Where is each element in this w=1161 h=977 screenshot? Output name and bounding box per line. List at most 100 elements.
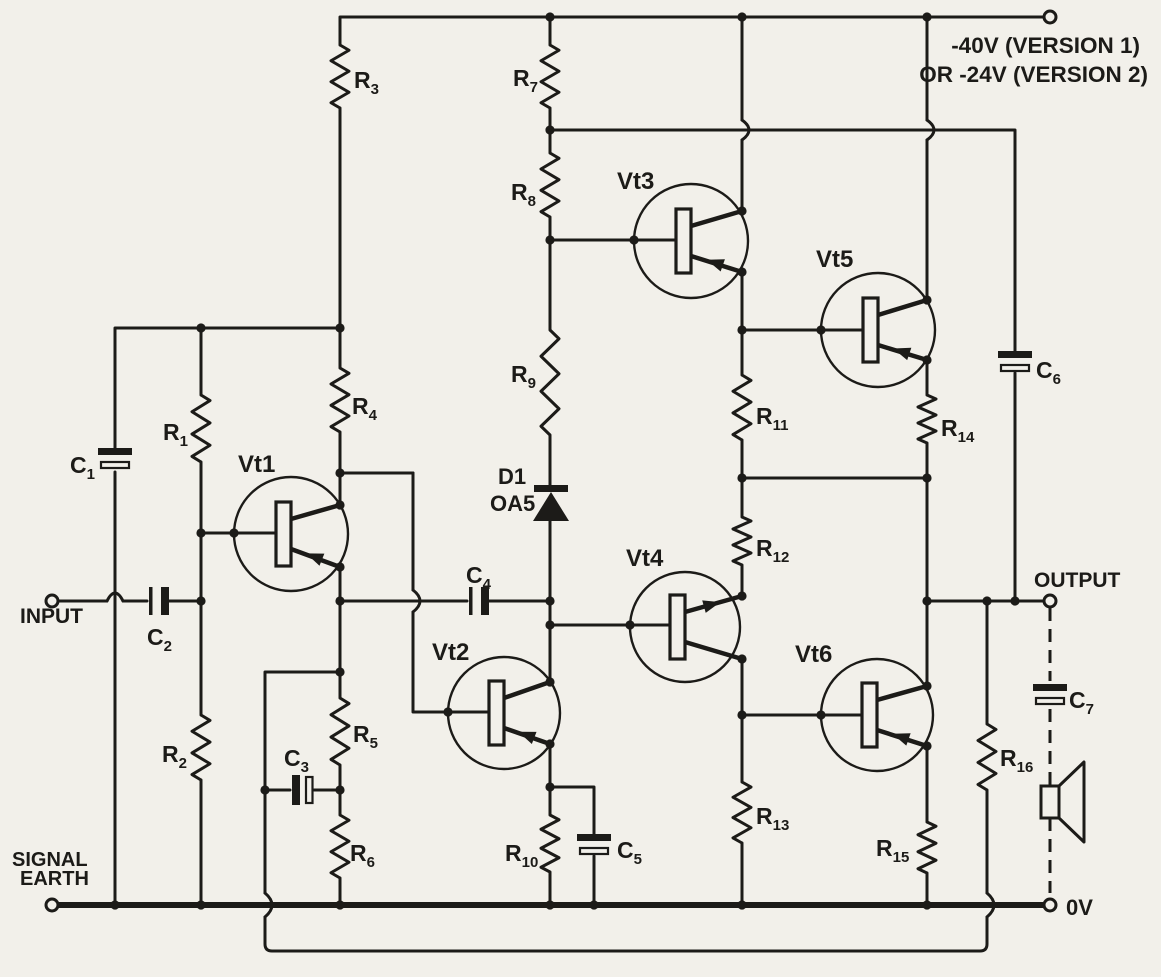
resistor-R1: R1 bbox=[163, 393, 212, 464]
resistor-R6: R6 bbox=[329, 813, 375, 880]
terminal-output bbox=[1042, 593, 1058, 609]
capacitor-C6: C6 bbox=[998, 351, 1061, 388]
capacitor-label: C4 bbox=[466, 562, 492, 593]
terminal-supply bbox=[1042, 9, 1058, 25]
transistor-label: Vt1 bbox=[238, 451, 275, 478]
junction-dot bbox=[922, 596, 932, 606]
cap-plate-thin bbox=[469, 587, 473, 615]
resistor-zigzag bbox=[731, 373, 753, 442]
junction-dot bbox=[545, 125, 555, 135]
junction-dot bbox=[737, 267, 747, 277]
resistor-zigzag bbox=[329, 696, 351, 767]
base-bar bbox=[274, 500, 293, 568]
resistor-R3: R3 bbox=[329, 43, 379, 110]
junction-dot bbox=[922, 355, 932, 365]
transistor-label: Vt4 bbox=[626, 545, 664, 572]
resistor-label: R10 bbox=[505, 840, 538, 871]
resistor-R15: R15 bbox=[876, 820, 938, 875]
junction-dot bbox=[545, 900, 555, 910]
resistor-zigzag bbox=[329, 813, 351, 880]
junction-dot bbox=[335, 500, 345, 510]
cap-plate-thin bbox=[149, 587, 153, 615]
resistor-zigzag bbox=[916, 820, 938, 875]
cap-plate-hollow bbox=[1034, 696, 1066, 706]
junction-dot bbox=[737, 12, 747, 22]
resistor-zigzag bbox=[329, 43, 351, 110]
resistor-zigzag bbox=[539, 151, 561, 219]
resistor-R11: R11 bbox=[731, 373, 788, 442]
resistor-zigzag bbox=[190, 713, 212, 782]
resistor-R13: R13 bbox=[731, 780, 789, 845]
base-bar bbox=[860, 681, 879, 749]
capacitor-C1: C1 bbox=[70, 448, 132, 483]
resistor-R5: R5 bbox=[329, 696, 378, 767]
resistor-zigzag bbox=[539, 328, 561, 437]
loudspeaker bbox=[1039, 760, 1086, 844]
capacitor-C2: C2 bbox=[147, 587, 172, 655]
resistor-R9: R9 bbox=[511, 328, 561, 437]
upper-lead bbox=[876, 683, 928, 703]
wire bbox=[338, 15, 1046, 47]
resistor-R12: R12 bbox=[731, 515, 789, 567]
diode-part-label: OA5 bbox=[490, 491, 535, 516]
wire bbox=[105, 591, 125, 603]
junction-dot bbox=[545, 596, 555, 606]
resistor-label: R1 bbox=[163, 419, 188, 450]
speaker-cone bbox=[1057, 760, 1086, 844]
junction-dot bbox=[922, 681, 932, 691]
base-bar bbox=[674, 207, 693, 275]
diode-name-label: D1 bbox=[498, 464, 526, 489]
transistor-Vt5: Vt5 bbox=[816, 246, 937, 389]
resistor-zigzag bbox=[976, 722, 998, 792]
supply-voltage-label-line2: OR -24V (VERSION 2) bbox=[919, 62, 1148, 87]
resistor-R14: R14 bbox=[916, 393, 975, 446]
transistor-Vt1: Vt1 bbox=[232, 451, 350, 593]
capacitor-label: C6 bbox=[1036, 357, 1061, 388]
junction-dot bbox=[922, 473, 932, 483]
capacitor-C3: C3 bbox=[284, 745, 314, 805]
resistor-label: R9 bbox=[511, 361, 536, 392]
diode-anode-triangle bbox=[533, 492, 569, 521]
emitter-arrow bbox=[306, 553, 325, 566]
transistor-label: Vt3 bbox=[617, 168, 654, 195]
emitter-arrow bbox=[702, 600, 721, 613]
resistor-zigzag bbox=[539, 43, 561, 110]
lower-lead bbox=[684, 639, 743, 662]
capacitor-label: C5 bbox=[617, 837, 642, 868]
junction-dot bbox=[589, 900, 599, 910]
cap-plate-solid bbox=[1033, 684, 1067, 691]
resistor-zigzag bbox=[731, 780, 753, 845]
transistor-Vt4: Vt4 bbox=[626, 545, 743, 684]
junction-dot bbox=[545, 782, 555, 792]
zero-volt-label: 0V bbox=[1066, 895, 1093, 920]
terminal-signal-earth bbox=[44, 897, 60, 913]
resistor-R8: R8 bbox=[511, 151, 561, 219]
resistor-label: R16 bbox=[1000, 745, 1033, 776]
junction-dot bbox=[737, 900, 747, 910]
resistor-R10: R10 bbox=[505, 813, 561, 874]
junction-dot bbox=[110, 900, 120, 910]
junction-dot bbox=[335, 562, 345, 572]
wire bbox=[740, 118, 751, 142]
junction-dot bbox=[545, 235, 555, 245]
cap-plate-solid bbox=[998, 351, 1032, 358]
junction-dot bbox=[196, 900, 206, 910]
resistor-zigzag bbox=[539, 813, 561, 874]
wire bbox=[925, 118, 936, 142]
resistor-label: R8 bbox=[511, 179, 536, 210]
junction-dot bbox=[443, 707, 453, 717]
junction-dot bbox=[545, 12, 555, 22]
cap-plate-thick bbox=[481, 587, 489, 615]
resistor-R16: R16 bbox=[976, 722, 1033, 792]
junction-dot bbox=[737, 325, 747, 335]
signal-earth-label-line2: EARTH bbox=[20, 868, 89, 890]
base-bar bbox=[861, 296, 880, 364]
resistor-label: R12 bbox=[756, 535, 789, 566]
resistor-label: R13 bbox=[756, 803, 789, 834]
junction-dot bbox=[196, 596, 206, 606]
resistor-label: R4 bbox=[352, 393, 378, 424]
diode-cathode-bar bbox=[534, 485, 568, 492]
junction-dot bbox=[1010, 596, 1020, 606]
